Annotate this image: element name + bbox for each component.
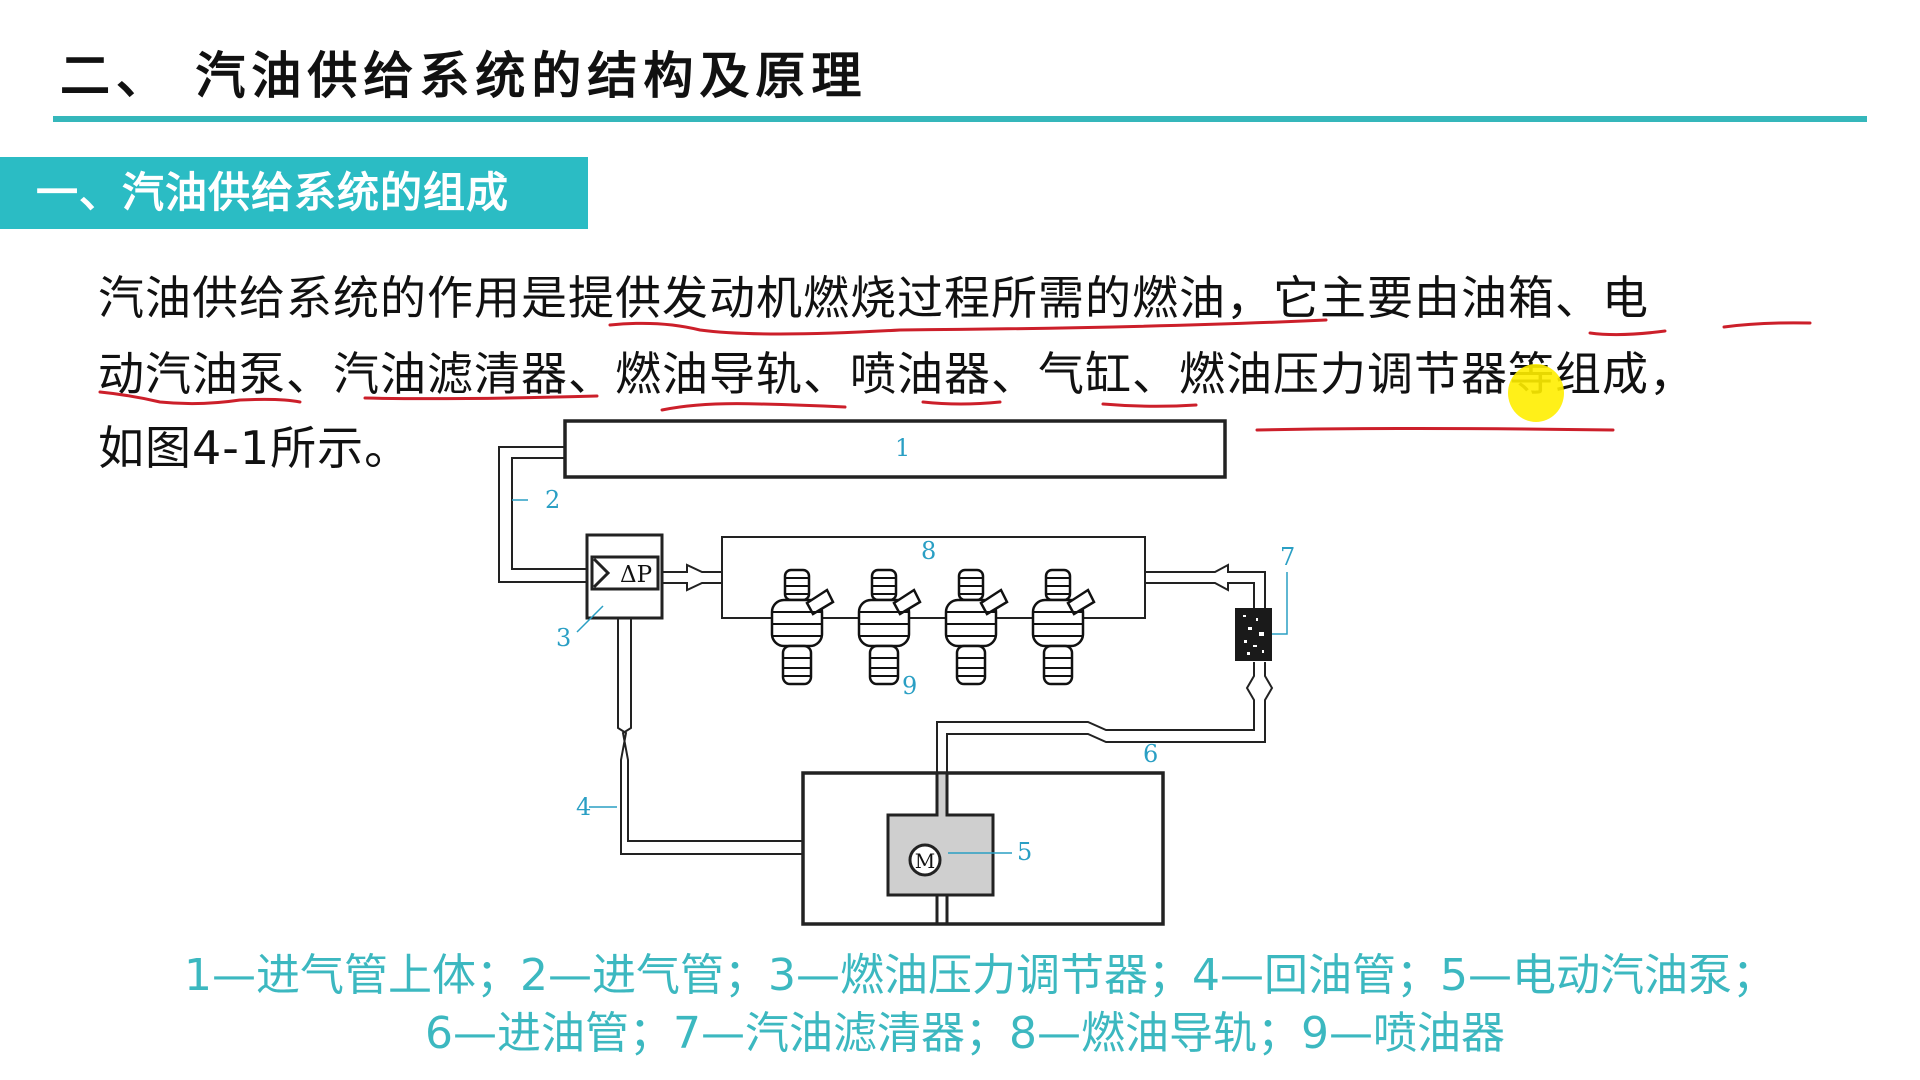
feed-pipe-outer — [936, 662, 1255, 820]
figure-caption-line-2: 6—进油管；7—汽油滤清器；8—燃油导轨；9—喷油器 — [425, 1008, 1505, 1059]
section-heading-banner: 一、汽油供给系统的组成 — [0, 157, 588, 229]
regulator-symbol: ΔP — [620, 562, 652, 588]
rail-to-regulator-line-top — [662, 563, 722, 573]
title-divider — [53, 116, 1867, 122]
underline-regulator — [1255, 427, 1615, 432]
injector-icon — [1031, 568, 1096, 686]
injector-part — [870, 568, 898, 602]
intake-manifold-box — [563, 419, 1227, 479]
label-6: 6 — [1143, 740, 1158, 768]
injector-icon — [857, 568, 922, 686]
filter-to-rail-line-outer — [1145, 563, 1266, 635]
body-text-line-3: 如图4-1所示。 — [98, 421, 412, 475]
pressure-regulator-box — [585, 533, 664, 620]
label-5: 5 — [1017, 838, 1032, 866]
injector-part — [805, 588, 835, 616]
underline-rail — [660, 402, 847, 412]
leader-7 — [1272, 572, 1288, 635]
injector-part — [1066, 588, 1096, 616]
leader-3 — [576, 605, 604, 633]
body-text-line-1: 汽油供给系统的作用是提供发动机燃烧过程所需的燃油，它主要由油箱、电 — [98, 271, 1649, 325]
motor-icon — [908, 843, 942, 877]
cursor-highlight — [1508, 364, 1564, 422]
injector-icon — [944, 568, 1009, 686]
label-7: 7 — [1280, 543, 1295, 571]
injector-part — [1031, 598, 1085, 648]
injector-part — [892, 588, 922, 616]
fuel-tank-box — [801, 771, 1165, 926]
pump-housing — [886, 771, 995, 897]
filter-media-specks — [1243, 615, 1264, 655]
return-pipe-inner — [621, 618, 802, 842]
return-pipe-outer — [617, 618, 802, 855]
injector-group — [770, 568, 1096, 686]
label-3: 3 — [556, 624, 571, 652]
label-4: 4 — [576, 793, 591, 821]
figure-caption-line-1: 1—进气管上体；2—进气管；3—燃油压力调节器；4—回油管；5—电动汽油泵； — [184, 950, 1776, 1001]
slide-title: 二、 汽油供给系统的结构及原理 — [60, 46, 868, 105]
pressure-regulator-symbol-frame — [590, 555, 660, 591]
label-8: 8 — [921, 537, 936, 565]
regulator-chevron-icon — [592, 557, 611, 589]
injector-part — [955, 644, 987, 686]
injector-part — [1044, 568, 1072, 602]
filter-to-rail-line-inner — [1145, 582, 1255, 635]
injector-part — [857, 598, 911, 648]
fuel-filter-icon — [1235, 608, 1272, 661]
injector-part — [868, 644, 900, 686]
underline-fuel-tank — [1588, 329, 1667, 337]
body-text-line-2: 动汽油泵、汽油滤清器、燃油导轨、喷油器、气缸、燃油压力调节器等组成， — [98, 347, 1696, 401]
injector-part — [979, 588, 1009, 616]
injector-part — [957, 568, 985, 602]
injector-part — [944, 598, 998, 648]
motor-symbol: M — [915, 849, 935, 873]
intake-pipe-outer — [498, 446, 588, 583]
underline-cylinder — [1101, 402, 1198, 408]
label-1: 1 — [895, 434, 910, 462]
fuel-rail-box — [721, 536, 1146, 619]
injector-part — [770, 598, 824, 648]
injector-part — [781, 644, 813, 686]
underline-electric — [1722, 321, 1812, 329]
rail-to-regulator-line-bottom — [662, 582, 722, 592]
injector-part — [1042, 644, 1074, 686]
feed-pipe-inner — [946, 662, 1274, 820]
label-9: 9 — [902, 672, 917, 700]
label-2: 2 — [545, 486, 560, 514]
injector-part — [783, 568, 811, 602]
intake-pipe-inner — [511, 457, 588, 570]
injector-icon — [770, 568, 835, 686]
